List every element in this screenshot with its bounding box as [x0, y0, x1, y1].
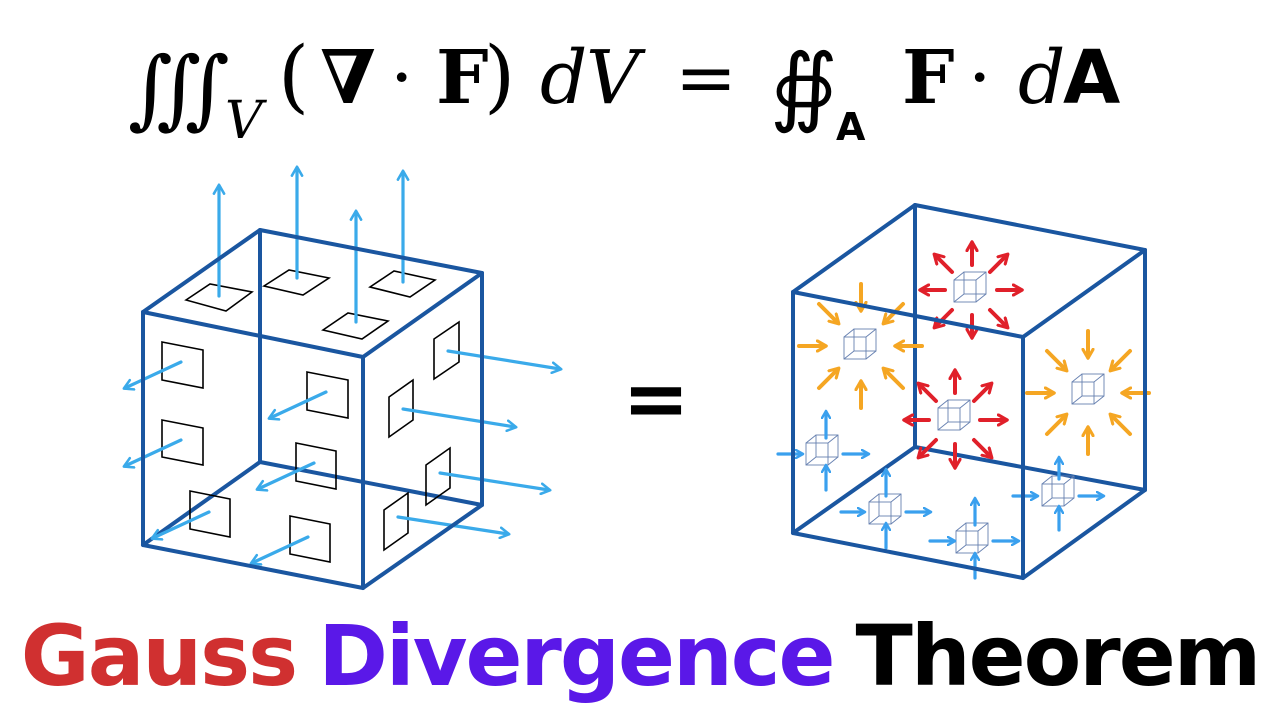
vector-field-F-rhs: F — [902, 35, 955, 121]
right-volume-divergence-cube — [776, 203, 1151, 580]
nabla-operator: ∇ — [320, 35, 376, 121]
area-subscript: A — [836, 105, 866, 149]
title-word-divergence: Divergence — [318, 607, 835, 705]
differential-d: d — [540, 35, 587, 121]
closed-surface-integral-symbol: ∯ — [770, 36, 838, 136]
source-point-top — [921, 243, 1021, 337]
vector-field-F: F — [436, 35, 489, 121]
flux-arrows — [122, 165, 563, 566]
divergence-theorem-formula: ∭ V ( ∇ · F ) d V = ∯ A F · d A — [128, 29, 1120, 151]
sink-point-right — [1025, 329, 1151, 456]
area-vector-A: A — [1063, 35, 1120, 121]
title-word-theorem: Theorem — [855, 607, 1262, 705]
source-point-center — [905, 371, 1006, 467]
diagram-equals-sign: = — [622, 352, 689, 445]
differential-d-rhs: d — [1018, 35, 1065, 121]
left-surface-flux-cube — [122, 165, 563, 590]
top-surface-patches — [184, 269, 437, 340]
dot-operator-rhs: · — [968, 35, 992, 121]
cube-edges — [141, 228, 484, 590]
volume-subscript: V — [225, 91, 267, 151]
triple-integral-symbol: ∭ — [128, 39, 230, 139]
open-paren: ( — [278, 29, 309, 122]
title-word-gauss: Gauss — [20, 607, 298, 705]
neutral-points — [776, 412, 1103, 580]
cube-edges — [791, 203, 1147, 580]
close-paren: ) — [484, 29, 515, 122]
equals-sign: = — [675, 35, 737, 121]
sink-point-left — [797, 282, 924, 410]
dot-operator: · — [390, 35, 414, 121]
volume-V: V — [586, 35, 646, 121]
right-face-patches — [383, 320, 460, 552]
left-face-patches — [161, 341, 231, 538]
back-face-patches — [289, 371, 349, 563]
